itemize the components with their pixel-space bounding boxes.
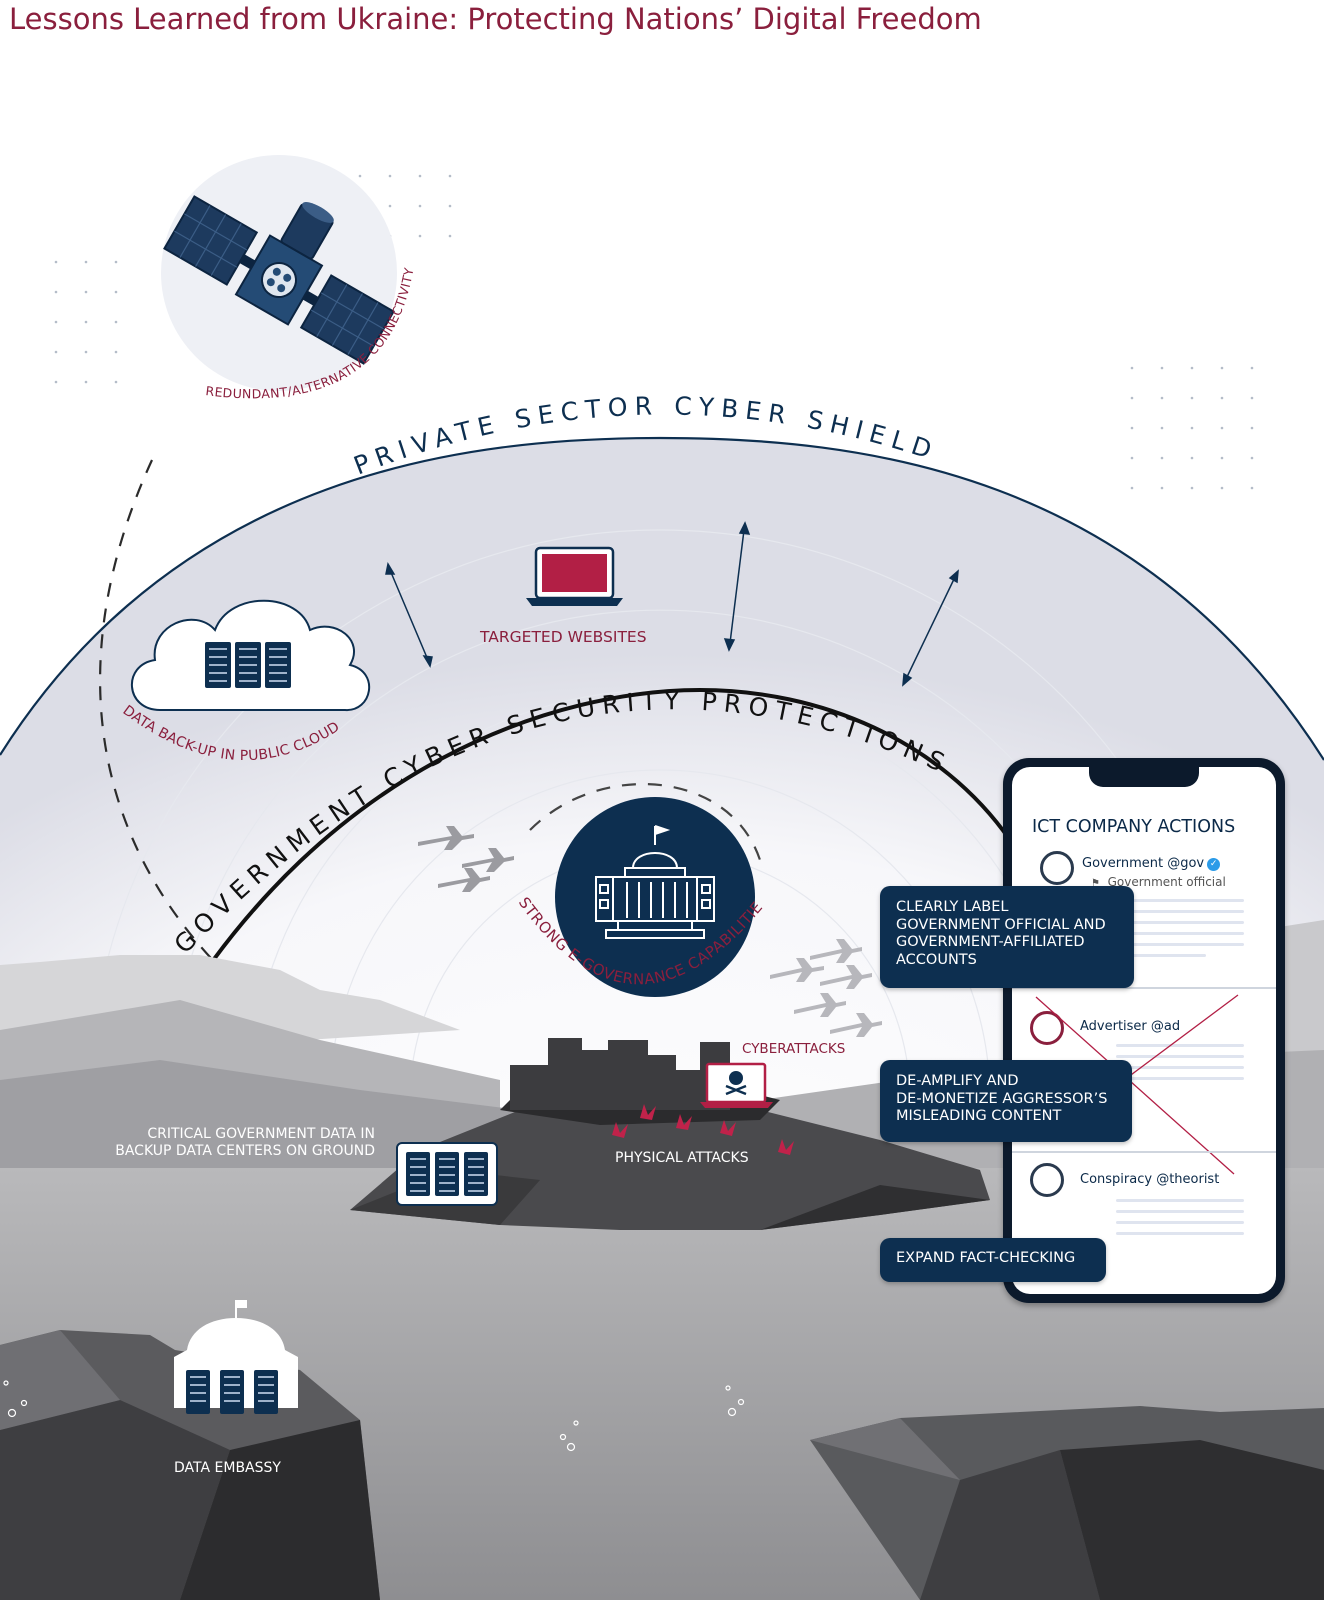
content-line: [1116, 943, 1244, 946]
post-avatar-advertiser: [1030, 1011, 1064, 1045]
content-line: [1116, 1221, 1244, 1224]
exchange-arrows: [385, 521, 959, 687]
action-badge-label-accounts: CLEARLY LABEL GOVERNMENT OFFICIAL AND GO…: [880, 886, 1134, 988]
post-handle-government-text: Government @gov: [1082, 856, 1205, 871]
flag-icon: ⚑: [1091, 878, 1100, 889]
phone-title: ICT COMPANY ACTIONS: [1032, 817, 1236, 837]
government-building-icon: [595, 825, 715, 939]
post-avatar-government: [1040, 851, 1074, 885]
phone-screen: ICT COMPANY ACTIONS Government @gov✓ ⚑ G…: [1012, 767, 1276, 1294]
post-separator: [1012, 1151, 1276, 1153]
cyberattack-laptop-icon: [700, 1062, 773, 1108]
data-embassy-building-icon: [174, 1300, 298, 1414]
post-avatar-conspiracy: [1030, 1163, 1064, 1197]
laptop-icon: [526, 546, 623, 606]
e-governance-dashed-ring: [529, 783, 762, 861]
critical-data-label-line2: BACKUP DATA CENTERS ON GROUND: [115, 1143, 375, 1159]
post-sub-government: ⚑ Government official: [1091, 875, 1226, 889]
cloud-servers-icon: [205, 642, 291, 688]
verified-check-icon: ✓: [1207, 858, 1221, 871]
critical-data-label-line1: CRITICAL GOVERNMENT DATA IN: [147, 1126, 375, 1142]
content-line: [1116, 921, 1244, 924]
content-line: [1116, 1055, 1244, 1058]
label-accounts-line: GOVERNMENT OFFICIAL AND: [896, 916, 1106, 933]
deamplify-line: MISLEADING CONTENT: [896, 1108, 1062, 1124]
content-line: [1116, 1066, 1244, 1069]
deamplify-line: DE-AMPLIFY AND: [896, 1073, 1019, 1089]
bubbles: [3, 1380, 745, 1452]
aircraft-group-right: [770, 939, 882, 1037]
phone-mockup: ICT COMPANY ACTIONS Government @gov✓ ⚑ G…: [1003, 758, 1285, 1303]
targeted-websites-label: TARGETED WEBSITES: [479, 628, 647, 646]
phone-notch: [1089, 767, 1199, 787]
cyberattacks-label: CYBERATTACKS: [742, 1041, 845, 1057]
content-line: [1116, 954, 1206, 957]
post-sub-government-text: Government official: [1107, 875, 1226, 889]
post-separator: [1012, 987, 1276, 989]
post-handle-government: Government @gov✓: [1082, 856, 1221, 871]
label-accounts-line: CLEARLY LABEL: [896, 899, 1009, 915]
cross-out-icon: [1035, 994, 1239, 1175]
content-line: [1116, 932, 1244, 935]
content-line: [1116, 1210, 1244, 1213]
physical-attacks-label: PHYSICAL ATTACKS: [615, 1150, 749, 1166]
content-line: [1116, 1077, 1244, 1080]
action-badge-fact-checking: EXPAND FACT-CHECKING: [880, 1238, 1106, 1282]
label-accounts-line: ACCOUNTS: [896, 951, 977, 968]
content-line: [1116, 1044, 1244, 1047]
content-line: [1116, 1232, 1244, 1235]
content-line: [1116, 910, 1244, 913]
label-accounts-line: GOVERNMENT-AFFILIATED: [896, 934, 1085, 950]
post-handle-advertiser: Advertiser @ad: [1080, 1019, 1181, 1034]
fact-checking-text: EXPAND FACT-CHECKING: [896, 1250, 1076, 1266]
gov-protections-arc: [168, 687, 1012, 1027]
backup-servers-icon: [406, 1152, 488, 1196]
aircraft-group-left: [418, 826, 514, 892]
explosion-marks: [612, 1104, 794, 1155]
deamplify-line: DE-MONETIZE AGGRESSOR’S: [896, 1090, 1108, 1107]
action-badge-deamplify: DE-AMPLIFY AND DE-MONETIZE AGGRESSOR’S M…: [880, 1060, 1132, 1142]
data-embassy-label: DATA EMBASSY: [174, 1460, 281, 1476]
content-line: [1116, 899, 1244, 902]
page-title: Lessons Learned from Ukraine: Protecting…: [9, 2, 982, 36]
content-line: [1116, 1199, 1244, 1202]
satellite-icon: [163, 195, 395, 365]
dot-grid-right: [1130, 366, 1254, 490]
e-governance-circle: [555, 797, 755, 997]
post-handle-conspiracy: Conspiracy @theorist: [1080, 1172, 1220, 1187]
